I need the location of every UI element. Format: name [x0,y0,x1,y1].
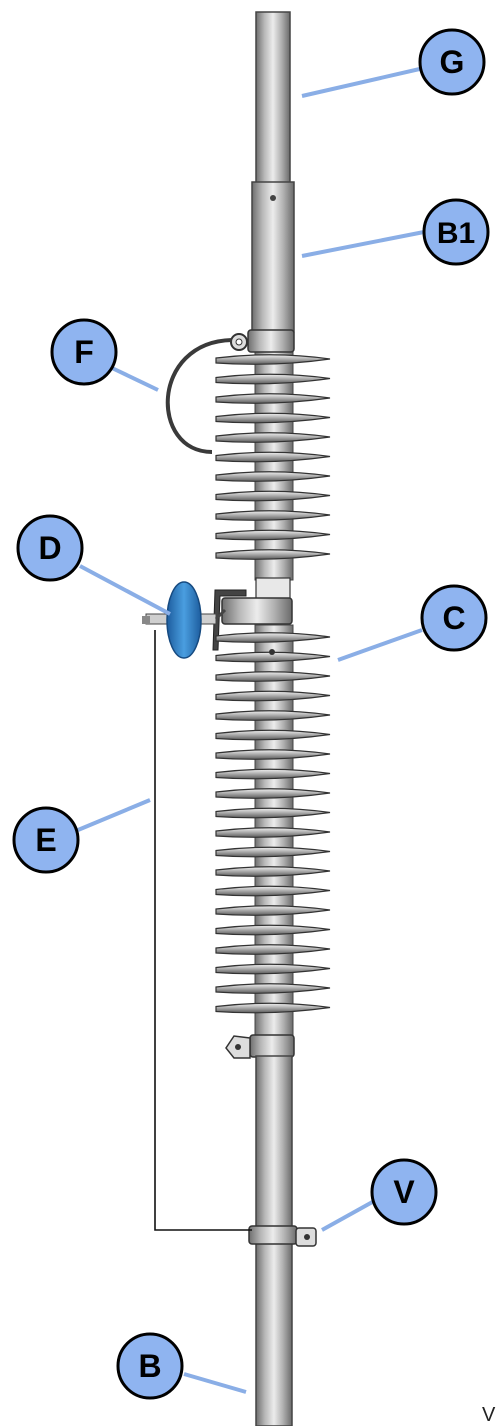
upper-coil-core [254,349,294,581]
lower-coil-turn [215,768,331,780]
callout-label-b: B [138,1348,161,1384]
lower-coil-turn [215,671,331,682]
callout-d: D [16,514,84,582]
upper-clamp-eye-hole [235,338,243,346]
callout-e: E [12,806,80,874]
upper-coil-turn [215,471,331,482]
upper-coil-turn [215,393,331,404]
lower-coil [215,632,331,1014]
callout-label-e: E [35,822,56,858]
middle-bracket [212,589,247,651]
lower-coil-turn [215,632,331,643]
lower-coil-turn [215,866,331,877]
leader-line-d [79,564,171,616]
upper-coil-turn [215,432,331,443]
upper-coil-turn [215,529,331,541]
lower-coil-turn [215,651,331,663]
upper-coil-turn [215,549,331,560]
lower-coil-turn [215,846,331,858]
lower-coil-turn [215,924,331,936]
callout-g: G [418,28,486,96]
leader-line-f [111,366,159,392]
lower-coil-turn [215,963,331,975]
callout-v: V [370,1158,438,1226]
callout-label-d: D [38,530,61,566]
leader-line-c [337,628,423,662]
upper-clamp [247,329,295,353]
leader-line-b1 [301,230,425,258]
callout-label-g: G [440,44,465,80]
callout-label-v: V [393,1174,415,1210]
whip-tube-g [255,11,291,185]
insulator-nut [142,616,150,624]
lower-coil-turn [215,1002,331,1014]
upper-coil-turn [215,412,331,424]
lower-coil-turn [215,944,331,955]
wire-e [154,630,252,1231]
base-clamp-tab-hole [304,1234,310,1240]
lower-coil-turn [215,885,331,897]
callout-label-c: C [442,600,465,636]
upper-coil [215,354,331,560]
middle-clamp [221,597,293,625]
leader-line-b [183,1372,247,1394]
lower-coil-turn [215,788,331,799]
lower-coil-turn [215,710,331,721]
lower-coil-screw [269,649,275,655]
upper-coil-turn [215,373,331,385]
callout-b1: B1 [422,198,490,266]
jumper-wire-f [165,338,233,454]
callout-c: C [420,584,488,652]
lower-coil-turn [215,690,331,702]
tube-b1-hole [270,195,276,201]
upper-coil-turn [215,354,331,365]
lower-clamp [249,1034,295,1058]
insulator-body [166,581,202,659]
leader-line-g [301,66,425,98]
corner-mark: V [482,1404,496,1426]
insulator-link [214,608,227,621]
callout-label-b1: B1 [437,217,475,250]
leader-line-v [321,1198,377,1232]
callout-b: B [116,1332,184,1400]
lower-coil-turn [215,749,331,760]
lower-coil-turn [215,983,331,994]
insulator-d [142,581,227,659]
lower-coil-turn [215,807,331,819]
leader-lines [77,66,425,1394]
upper-coil-turn [215,451,331,463]
upper-coil-turn [215,490,331,502]
base-clamp-v [248,1225,298,1245]
lower-coil-turn [215,827,331,838]
upper-coil-turn [215,510,331,521]
callout-label-f: F [74,334,94,370]
tube-b1 [251,181,295,333]
leader-line-e [77,798,151,832]
callout-f: F [50,318,118,386]
lower-coil-turn [215,905,331,916]
lower-clamp-tab-hole [235,1044,241,1050]
lower-coil-turn [215,729,331,741]
